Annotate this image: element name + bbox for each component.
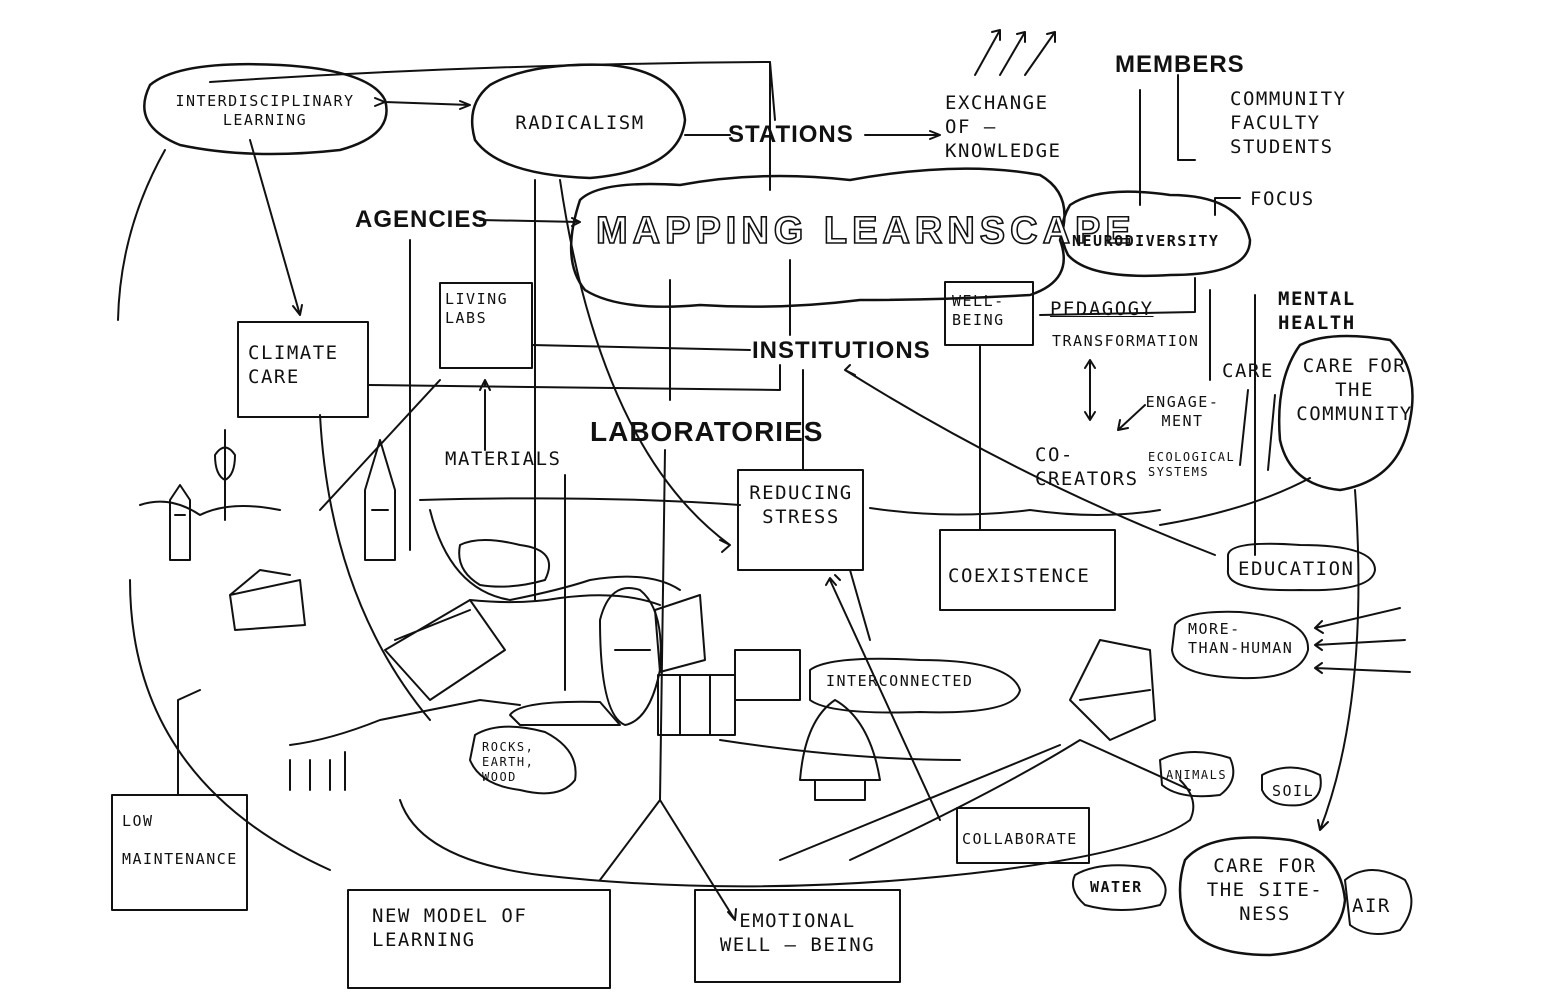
node-low-maintenance: LOW MAINTENANCE	[122, 812, 238, 868]
node-more-than-human: MORE- THAN-HUMAN	[1188, 620, 1294, 657]
care-site-cloud	[1178, 836, 1347, 957]
clock-tower	[214, 429, 236, 521]
reducing-stress-box	[737, 469, 864, 571]
node-neurodiversity: NEURODIVERSITY	[1072, 232, 1220, 250]
coexistence-box	[939, 529, 1116, 611]
care-community-cloud	[1277, 334, 1414, 492]
node-collaborate: COLLABORATE	[962, 830, 1078, 848]
node-co-creators: CO- CREATORS	[1035, 444, 1139, 490]
emotional-box	[694, 889, 901, 983]
more-than-human-oval	[1171, 610, 1310, 680]
dome	[799, 699, 881, 801]
node-soil: SOIL	[1272, 782, 1315, 800]
animals-cloud	[1159, 750, 1235, 798]
interdisciplinary-cloud	[143, 62, 388, 156]
node-care-for-the-siteness: CARE FOR THE SITE- NESS	[1206, 855, 1324, 925]
node-well-being: WELL- BEING	[952, 292, 1005, 329]
wheel	[599, 587, 662, 726]
tower-left	[169, 484, 191, 561]
radicalism-cloud	[470, 63, 687, 180]
node-materials: MATERIALS	[445, 448, 562, 470]
node-laboratories: LABORATORIES	[590, 416, 824, 447]
spire	[364, 439, 396, 561]
node-ecological-systems: ECOLOGICAL SYSTEMS	[1148, 450, 1236, 479]
terrace	[1069, 639, 1156, 741]
node-members: MEMBERS	[1115, 51, 1245, 78]
node-stations: STATIONS	[728, 121, 854, 148]
node-interconnected: INTERCONNECTED	[826, 672, 974, 690]
cabin	[229, 569, 306, 631]
node-community-faculty-students: COMMUNITY FACULTY STUDENTS	[1230, 88, 1347, 158]
well-being-box	[944, 281, 1034, 346]
node-care-for-the-community: CARE FOR THE COMMUNITY	[1296, 355, 1413, 425]
node-emotional-well-being: EMOTIONAL WELL – BEING	[719, 910, 876, 956]
education-oval	[1226, 542, 1376, 592]
main-cloud	[569, 167, 1066, 308]
node-radicalism: RADICALISM	[515, 112, 645, 134]
air-cloud	[1344, 869, 1413, 935]
low-maintenance-box	[111, 794, 248, 911]
node-institutions: INSTITUTIONS	[752, 337, 931, 364]
node-reducing-stress: REDUCING STRESS	[749, 482, 853, 528]
node-care: CARE	[1222, 360, 1274, 382]
node-new-model-of-learning: NEW MODEL OF LEARNING	[372, 905, 528, 951]
collaborate-box	[956, 807, 1090, 864]
node-rocks-earth-wood: ROCKS, EARTH, WOOD	[482, 740, 535, 784]
shed	[384, 599, 506, 701]
node-interdisciplinary-learning: INTERDISCIPLINARY LEARNING	[175, 92, 355, 129]
soil-cloud	[1261, 766, 1322, 807]
living-labs-box	[439, 282, 533, 369]
node-education: EDUCATION	[1238, 558, 1355, 580]
water-cloud	[1072, 864, 1167, 911]
neurodiversity-cloud	[1060, 190, 1252, 278]
node-mental-health: MENTAL HEALTH	[1278, 288, 1356, 334]
node-water: WATER	[1090, 878, 1143, 896]
node-living-labs: LIVING LABS	[445, 290, 509, 327]
rocks-cloud	[469, 725, 577, 795]
climate-care-box	[237, 321, 369, 418]
node-coexistence: COEXISTENCE	[948, 565, 1091, 587]
platform	[509, 700, 621, 726]
node-air: AIR	[1352, 895, 1391, 917]
node-transformation: TRANSFORMATION	[1052, 332, 1200, 350]
corner-post	[654, 594, 706, 673]
diagram-title: MAPPING LEARNSCAPE	[595, 209, 1136, 253]
block	[657, 674, 736, 736]
node-focus: FOCUS	[1250, 188, 1315, 210]
node-agencies: AGENCIES	[355, 206, 489, 233]
node-animals: ANIMALS	[1166, 768, 1228, 782]
interconnected-cloud	[809, 657, 1021, 714]
new-model-box	[347, 889, 611, 989]
node-pedagogy: PEDAGOGY	[1050, 298, 1154, 320]
block-2	[734, 649, 801, 701]
node-exchange-of-knowledge: EXCHANGE OF – KNOWLEDGE	[945, 92, 1062, 162]
node-climate-care: CLIMATE CARE	[248, 342, 339, 388]
stress-blob	[458, 539, 551, 588]
node-engagement: ENGAGE- MENT	[1145, 393, 1220, 430]
